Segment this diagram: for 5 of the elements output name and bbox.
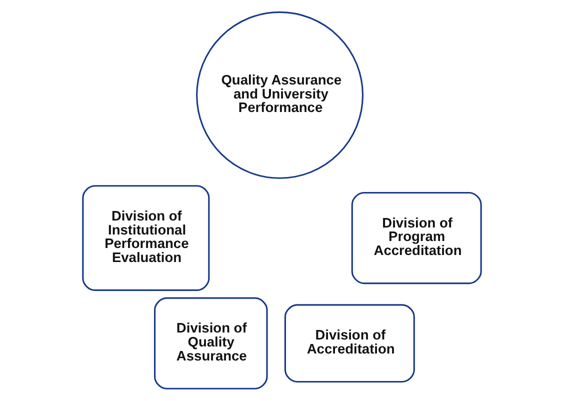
node-box: Division of Program Accreditation bbox=[350, 192, 482, 284]
node-circle: Quality Assurance and University Performance bbox=[196, 11, 364, 179]
node-box: Division of Accreditation bbox=[284, 304, 414, 383]
node-box: Division of Institutional Performance Evaluation bbox=[82, 185, 210, 291]
node-box: Division of Quality Assurance bbox=[154, 297, 268, 390]
